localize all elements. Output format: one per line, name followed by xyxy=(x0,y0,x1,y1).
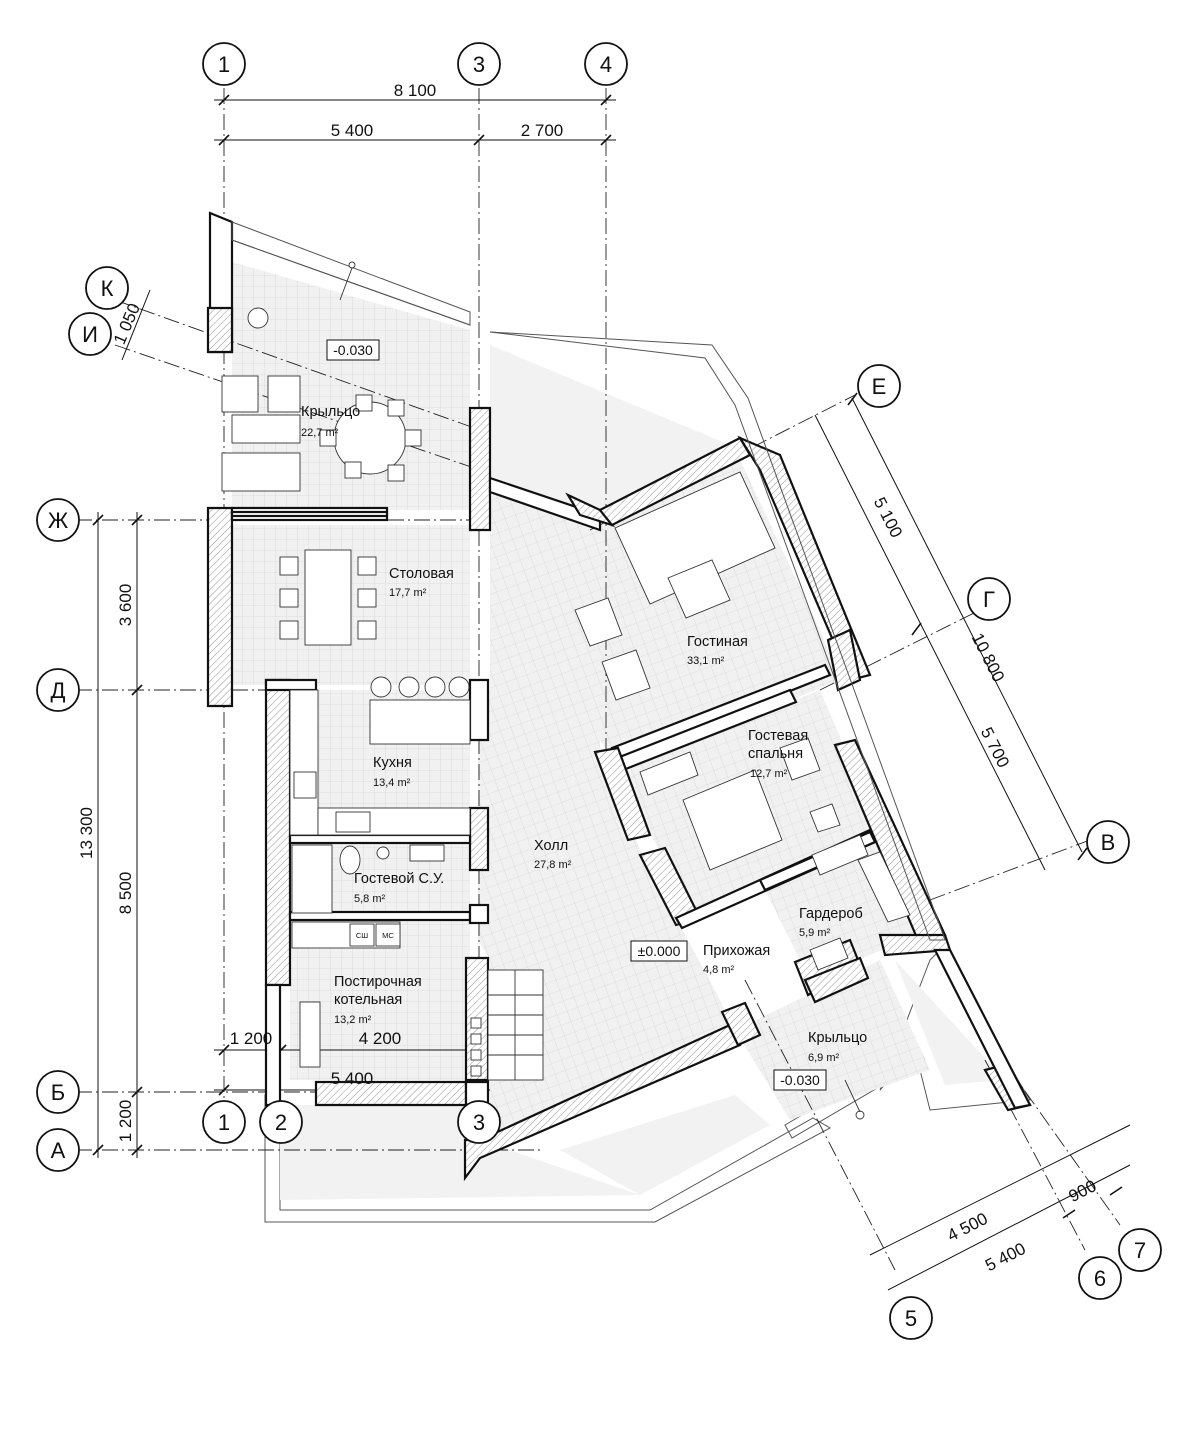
axis-7 xyxy=(1118,1228,1162,1272)
dim-left-b: 8 500 xyxy=(116,872,135,915)
axis-top-3-label: 3 xyxy=(473,52,485,77)
room-dining-area: 17,7 m² xyxy=(389,587,427,599)
axis-bottom-1 xyxy=(202,1100,246,1144)
axis-bottom-2-label: 2 xyxy=(275,1110,287,1135)
room-kitchen-name: Кухня xyxy=(373,755,412,771)
appliance-labels: СШ МС xyxy=(356,931,395,940)
axis-6-label: 6 xyxy=(1094,1266,1106,1291)
level-porch-bottom: -0.030 xyxy=(780,1072,820,1088)
room-porch-top-area: 22,7 m² xyxy=(301,427,339,439)
axis-left-d xyxy=(36,668,80,712)
axis-6 xyxy=(1078,1256,1122,1300)
room-living-area: 33,1 m² xyxy=(687,655,725,667)
dim-top-a: 5 400 xyxy=(331,121,374,140)
axis-bottom-3 xyxy=(457,1100,501,1144)
room-porch-bottom-area: 6,9 m² xyxy=(808,1052,840,1064)
axis-e-label: Е xyxy=(872,374,887,399)
dim-bottom-b: 4 200 xyxy=(359,1029,402,1048)
room-wardrobe-name: Гардероб xyxy=(799,906,863,922)
axis-k xyxy=(85,266,129,310)
axis-left-a xyxy=(36,1128,80,1172)
room-entry-area: 4,8 m² xyxy=(703,964,735,976)
axis-left-zh xyxy=(36,498,80,542)
dim-bottom-a: 1 200 xyxy=(230,1029,273,1048)
axis-bottom-1-label: 1 xyxy=(218,1110,230,1135)
dim-right-b: 5 700 xyxy=(977,724,1013,771)
room-entry-name: Прихожая xyxy=(703,943,770,959)
room-hall-name: Холл xyxy=(534,838,568,854)
room-living-name: Гостиная xyxy=(687,634,748,650)
dim-bottom-total: 5 400 xyxy=(331,1069,374,1088)
room-dining-name: Столовая xyxy=(389,566,454,582)
axis-k-label: К xyxy=(101,276,114,301)
room-wardrobe-area: 5,9 m² xyxy=(799,927,831,939)
level-marks: -0.030 ±0.000 -0.030 xyxy=(326,339,827,1091)
axis-top-1 xyxy=(202,42,246,86)
level-main: ±0.000 xyxy=(638,943,681,959)
room-laundry-name2: котельная xyxy=(334,992,402,1008)
dim-diag-bottom-total: 5 400 xyxy=(982,1239,1029,1275)
dim-diag-bottom-a: 900 xyxy=(1066,1176,1100,1206)
room-guest-wc-area: 5,8 m² xyxy=(354,893,386,905)
room-labels: Крыльцо 22,7 m² Столовая 17,7 m² Кухня 1… xyxy=(301,404,867,1064)
axis-left-zh-label: Ж xyxy=(48,508,69,533)
room-laundry-area: 13,2 m² xyxy=(334,1014,372,1026)
axis-left-b-label: Б xyxy=(51,1080,65,1105)
room-guest-bedroom-area: 12,7 m² xyxy=(750,768,788,780)
axis-top-4-label: 4 xyxy=(600,52,612,77)
axis-top-1-label: 1 xyxy=(218,52,230,77)
dim-left-a: 3 600 xyxy=(116,584,135,627)
axis-top-4 xyxy=(584,42,628,86)
axis-left-d-label: Д xyxy=(51,678,66,703)
axis-top-3 xyxy=(457,42,501,86)
room-guest-wc-name: Гостевой С.У. xyxy=(354,871,444,887)
axis-g xyxy=(967,577,1011,621)
room-kitchen-area: 13,4 m² xyxy=(373,777,411,789)
axis-i-label: И xyxy=(82,322,98,347)
appliance-washer-label: МС xyxy=(382,931,394,940)
dim-top-b: 2 700 xyxy=(521,121,564,140)
dim-top-total: 8 100 xyxy=(394,81,437,100)
dim-left-total: 13 300 xyxy=(77,807,96,859)
room-guest-bedroom-name2: спальня xyxy=(748,746,803,762)
furniture xyxy=(221,261,911,1120)
room-laundry-name: Постирочная xyxy=(334,974,422,990)
axis-7-label: 7 xyxy=(1134,1238,1146,1263)
axis-bottom-2 xyxy=(259,1100,303,1144)
axis-bottom-3-label: 3 xyxy=(473,1110,485,1135)
dim-right-total: 10 800 xyxy=(968,630,1009,685)
room-porch-bottom-name: Крыльцо xyxy=(808,1030,867,1046)
axis-v-label: В xyxy=(1101,830,1116,855)
room-guest-bedroom-name: Гостевая xyxy=(748,728,808,744)
axis-5-label: 5 xyxy=(905,1306,917,1331)
room-hall-area: 27,8 m² xyxy=(534,859,572,871)
axis-left-b xyxy=(36,1070,80,1114)
axis-markers: 1 3 4 1 2 3 Ж Д Б А К И Е Г В 5 6 7 xyxy=(36,42,1162,1340)
room-porch-top-name: Крыльцо xyxy=(301,404,360,420)
axis-v xyxy=(1086,820,1130,864)
appliance-dryer-label: СШ xyxy=(356,931,368,940)
axis-5 xyxy=(889,1296,933,1340)
axis-g-label: Г xyxy=(983,587,995,612)
axis-left-a-label: А xyxy=(51,1138,66,1163)
axis-e xyxy=(857,364,901,408)
level-porch-top: -0.030 xyxy=(333,342,373,358)
axis-i xyxy=(68,312,112,356)
dim-left-c: 1 200 xyxy=(116,1100,135,1143)
